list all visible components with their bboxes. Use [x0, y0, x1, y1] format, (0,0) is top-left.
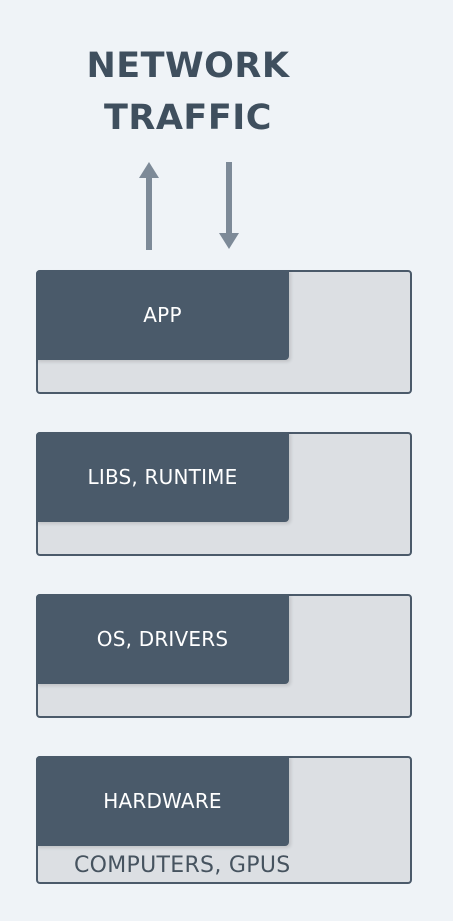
layer-label-os-drivers: OS, DRIVERS [36, 594, 289, 684]
title-line-1: NETWORK [86, 46, 290, 86]
layer-app: APP [36, 270, 412, 394]
arrow-down-icon [219, 162, 239, 249]
layer-libs-runtime: LIBS, RUNTIME [36, 432, 412, 556]
layer-label-hardware: HARDWARE [36, 756, 289, 846]
layer-label-app: APP [36, 270, 289, 360]
layer-sublabel-hardware: COMPUTERS, GPUS [74, 853, 291, 878]
layer-hardware: HARDWARE COMPUTERS, GPUS [36, 756, 412, 884]
arrow-up-icon [139, 162, 159, 250]
title-line-2: TRAFFIC [104, 98, 272, 138]
layer-label-libs-runtime: LIBS, RUNTIME [36, 432, 289, 522]
layer-os-drivers: OS, DRIVERS [36, 594, 412, 718]
